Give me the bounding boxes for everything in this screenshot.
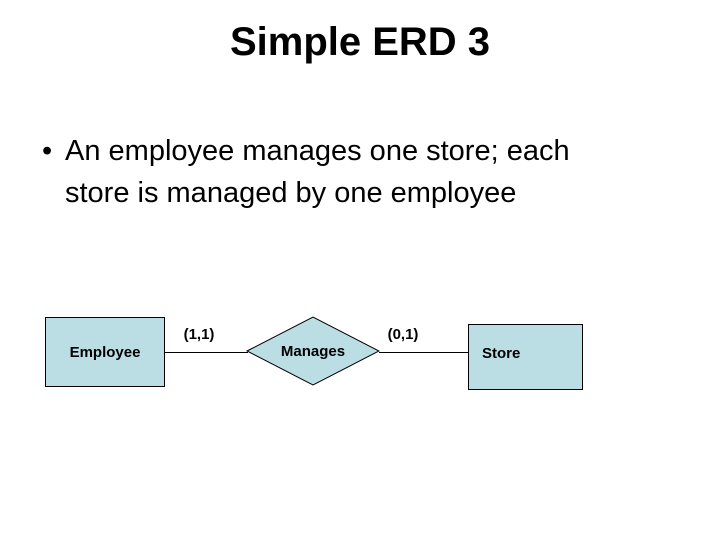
- entity-employee-label: Employee: [69, 343, 141, 361]
- bullet-text-line-1: An employee manages one store; each: [65, 135, 570, 167]
- bullet-text: An employee manages one store; each stor…: [65, 130, 570, 214]
- relationship-diamond-shape: [246, 316, 380, 386]
- entity-store-label: Store: [482, 345, 521, 362]
- cardinality-employee-side: (1,1): [183, 326, 215, 343]
- entity-employee: Employee: [45, 317, 165, 387]
- relationship-manages-label: Manages: [280, 342, 346, 360]
- slide-title: Simple ERD 3: [229, 20, 491, 64]
- entity-store: Store: [468, 324, 583, 390]
- cardinality-store-side: (0,1): [387, 326, 419, 343]
- connector-employee-manages: [164, 352, 248, 353]
- bullet-text-line-2: store is managed by one employee: [65, 177, 517, 209]
- bullet-marker: •: [42, 135, 53, 167]
- diamond-polygon: [246, 316, 380, 386]
- bullet-block: • An employee manages one store; each st…: [42, 130, 682, 214]
- connector-manages-store: [379, 352, 468, 353]
